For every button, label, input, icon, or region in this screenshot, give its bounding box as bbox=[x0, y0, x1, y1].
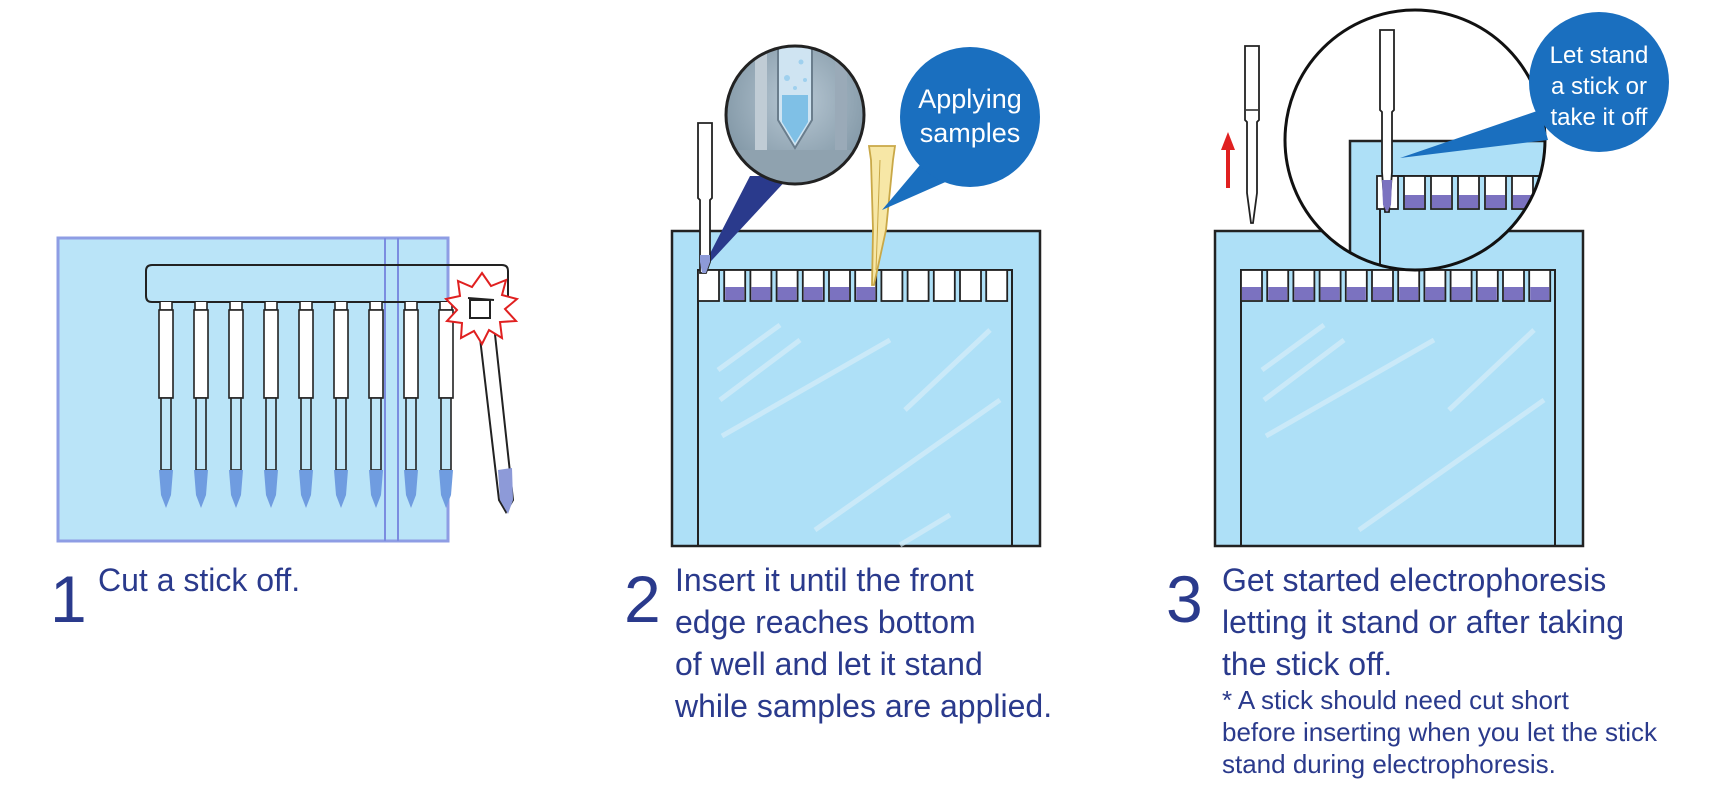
comb-stick bbox=[298, 302, 314, 508]
well bbox=[697, 269, 720, 302]
step-text-line: edge reaches bottom bbox=[675, 604, 976, 640]
let-stand-bubble: Let stand a stick or take it off bbox=[1400, 12, 1669, 158]
gel-sheet bbox=[56, 236, 450, 543]
well bbox=[985, 269, 1009, 302]
comb-stick bbox=[158, 302, 174, 508]
well bbox=[906, 269, 930, 302]
step-number: 3 bbox=[1166, 562, 1203, 636]
applying-samples-bubble: Applying samples bbox=[882, 47, 1040, 210]
step-text-line: the stick off. bbox=[1222, 646, 1393, 682]
inserted-stick bbox=[697, 122, 713, 274]
removed-stick bbox=[1244, 45, 1260, 224]
comb-stick bbox=[403, 302, 419, 508]
comb-stick bbox=[333, 302, 349, 508]
let-stand-bubble-line-2: a stick or bbox=[1551, 73, 1647, 100]
step-text-line: while samples are applied. bbox=[675, 688, 1053, 724]
comb-stick bbox=[228, 302, 244, 508]
cut-mark-icon bbox=[443, 271, 520, 347]
step-text-line: Get started electrophoresis bbox=[1222, 562, 1607, 598]
pipette-tip bbox=[867, 145, 897, 286]
step-text-line: Insert it until the front bbox=[675, 562, 974, 598]
panel-3-illustration: Let stand a stick or take it off bbox=[1213, 8, 1669, 548]
applying-bubble-line-2: samples bbox=[920, 118, 1021, 148]
step-text-line: of well and let it stand bbox=[675, 646, 983, 682]
well bbox=[932, 269, 956, 302]
step-note-line: * A stick should need cut short bbox=[1222, 685, 1569, 715]
let-stand-bubble-line-1: Let stand bbox=[1550, 42, 1649, 69]
comb-stick bbox=[368, 302, 384, 508]
zoom-pointer bbox=[700, 176, 790, 273]
applying-bubble-line-1: Applying bbox=[918, 84, 1022, 114]
panel-2-illustration: Applying samples bbox=[670, 44, 1042, 548]
zoom-photo bbox=[724, 44, 866, 186]
step-note-line: before inserting when you let the stick bbox=[1222, 717, 1658, 747]
let-stand-bubble-line-3: take it off bbox=[1551, 104, 1648, 131]
zoom-detail bbox=[1283, 8, 1547, 272]
step-note-line: stand during electrophoresis. bbox=[1222, 749, 1556, 779]
well-row bbox=[697, 269, 1009, 302]
step-text-line: letting it stand or after taking bbox=[1222, 604, 1624, 640]
comb-stick bbox=[193, 302, 209, 508]
up-arrow-icon bbox=[1221, 132, 1235, 188]
gel-glare bbox=[716, 322, 1002, 548]
comb-stick bbox=[438, 302, 454, 508]
step-text-line: Cut a stick off. bbox=[98, 562, 301, 598]
well-row bbox=[1240, 269, 1552, 302]
gel-glare bbox=[1260, 322, 1546, 533]
comb-stick bbox=[263, 302, 279, 508]
step-number: 2 bbox=[624, 562, 661, 636]
well bbox=[959, 269, 982, 302]
sample-stick-comb bbox=[145, 264, 509, 508]
well bbox=[880, 269, 904, 302]
panel-1-illustration bbox=[56, 236, 520, 543]
step-number: 1 bbox=[50, 562, 87, 636]
